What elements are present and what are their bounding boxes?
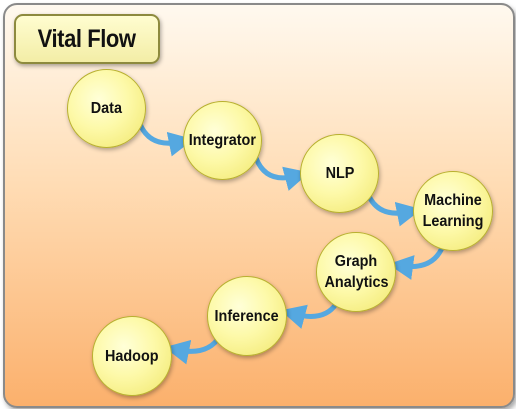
- node-label: Data: [90, 100, 123, 117]
- node-label: Inference: [214, 307, 280, 325]
- node-hadoop: Hadoop: [92, 316, 172, 396]
- arrow-graph-analytics-to-inference: [280, 302, 339, 329]
- node-label: Graph Analytics: [324, 253, 389, 291]
- node-inference: Inference: [207, 276, 287, 356]
- node-data: Data: [67, 69, 146, 148]
- arrow-data-to-integrator: [137, 122, 194, 157]
- node-label: Integrator: [188, 132, 257, 149]
- arrow-machine-learning-to-graph-analytics: [388, 246, 445, 280]
- node-nlp: NLP: [300, 134, 379, 213]
- arrow-nlp-to-machine-learning: [365, 192, 422, 227]
- node-graph-analytics: Graph Analytics: [316, 232, 396, 312]
- arrow-integrator-to-nlp: [253, 156, 310, 191]
- title-box: Vital Flow: [14, 14, 160, 64]
- node-machine-learning: Machine Learning: [413, 171, 493, 251]
- node-integrator: Integrator: [183, 101, 262, 180]
- diagram-title: Vital Flow: [38, 24, 136, 53]
- node-label: Machine Learning: [422, 192, 484, 230]
- node-label: NLP: [325, 165, 354, 182]
- node-label: Hadoop: [105, 347, 159, 365]
